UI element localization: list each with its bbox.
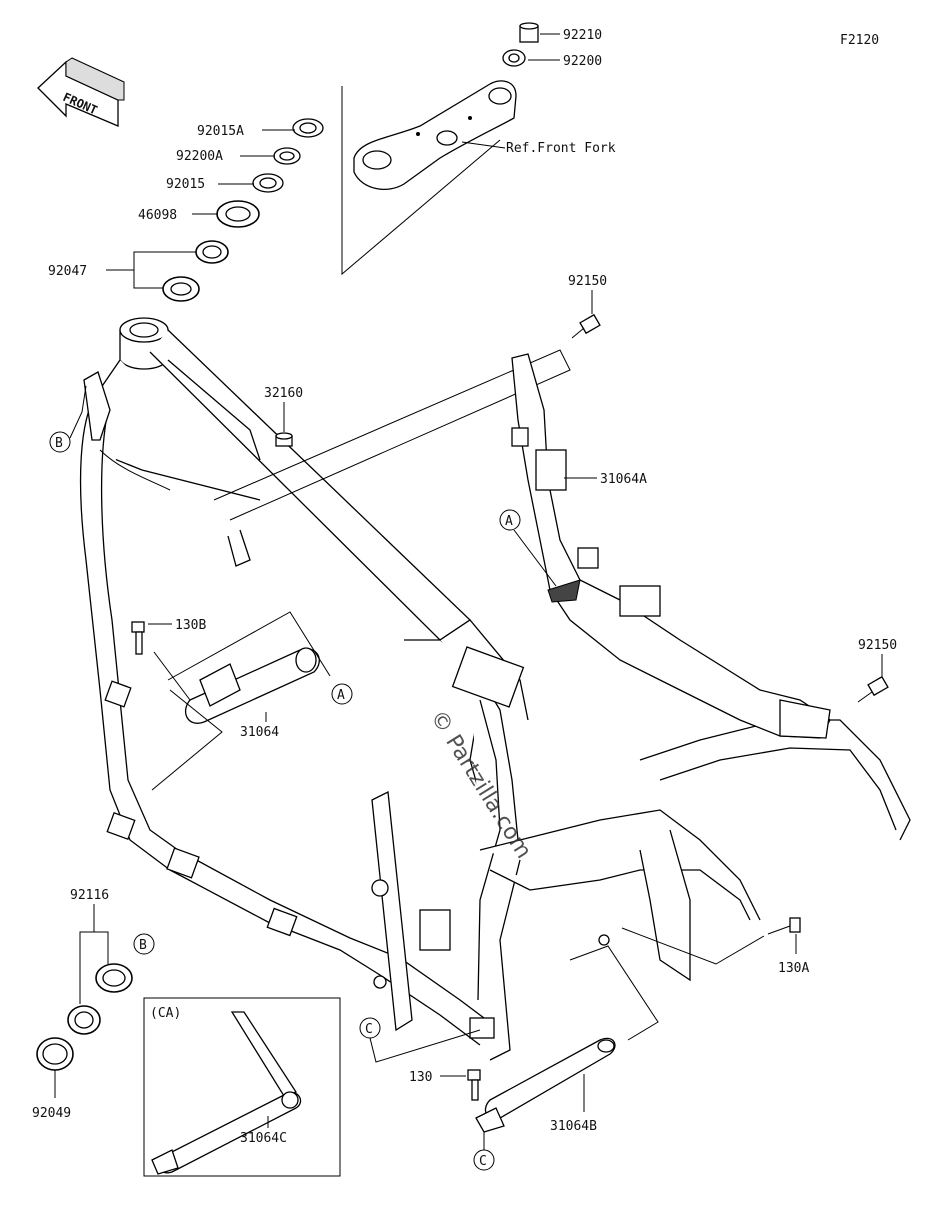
front-arrow: FRONT [37, 57, 125, 127]
bolt-92150-top [571, 313, 601, 339]
svg-text:A: A [505, 514, 513, 529]
label-92150-top: 92150 [568, 274, 607, 289]
damper-32160 [275, 432, 293, 447]
svg-text:C: C [479, 1154, 487, 1169]
label-32160: 32160 [264, 386, 303, 401]
label-92116: 92116 [70, 888, 109, 903]
callout-B-lower: B [133, 933, 155, 955]
bolt-130B [131, 621, 145, 655]
label-92047: 92047 [48, 264, 87, 279]
label-92049: 92049 [32, 1106, 71, 1121]
callout-A-upper: A [499, 509, 557, 587]
figure-code: F2120 [840, 33, 879, 48]
label-130: 130 [409, 1070, 432, 1085]
label-92200A: 92200A [176, 149, 223, 164]
steering-stem-bracket [353, 80, 517, 190]
label-130A: 130A [778, 961, 809, 976]
bolt-92150-right [857, 675, 889, 703]
label-31064: 31064 [240, 725, 279, 740]
ca-label: (CA) [150, 1006, 181, 1021]
label-130B: 130B [175, 618, 206, 633]
bolt-130A [767, 917, 801, 935]
bearing-stack [162, 118, 324, 302]
label-92015: 92015 [166, 177, 205, 192]
svg-text:B: B [55, 436, 63, 451]
callout-A-lower: A [331, 683, 353, 705]
bolt-130 [467, 1069, 481, 1101]
label-92150-right: 92150 [858, 638, 897, 653]
cross-tube-31064B [475, 1037, 616, 1133]
label-92015A: 92015A [197, 124, 244, 139]
stem-group-outline [341, 86, 501, 276]
stem-nut [519, 22, 539, 43]
ref-front-fork: Ref.Front Fork [506, 141, 616, 156]
label-31064A: 31064A [600, 472, 647, 487]
label-92200: 92200 [563, 54, 602, 69]
ca-variant-box: (CA) 31064C [143, 997, 341, 1177]
right-frame-rail [511, 353, 831, 739]
callout-C-bottom: C [473, 1132, 495, 1171]
callout-B-upper: B [49, 385, 87, 453]
cross-tube-31064 [185, 647, 320, 724]
bearings-lower-left [36, 963, 133, 1071]
label-46098: 46098 [138, 208, 177, 223]
svg-text:A: A [337, 688, 345, 703]
label-92210: 92210 [563, 28, 602, 43]
svg-text:B: B [139, 938, 147, 953]
label-31064B: 31064B [550, 1119, 597, 1134]
label-31064C: 31064C [240, 1131, 287, 1146]
callout-C-middle: C [359, 1017, 481, 1063]
svg-text:C: C [365, 1022, 373, 1037]
